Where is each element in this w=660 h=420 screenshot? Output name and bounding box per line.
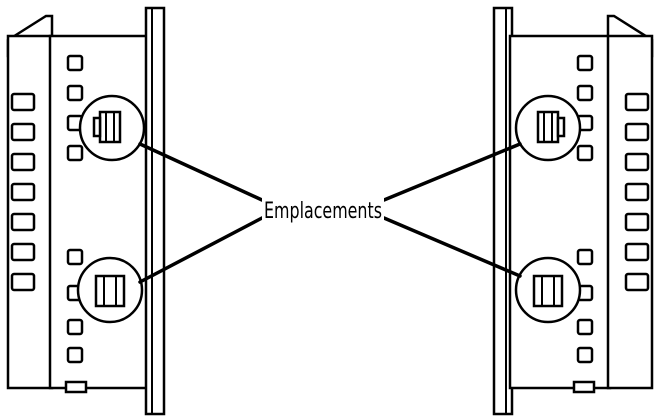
- leader-line-right-lower: [382, 216, 522, 278]
- left-device-front-panel: [144, 6, 166, 416]
- right-device-upper-slot-icon: [536, 110, 566, 144]
- right-device-vents: [624, 92, 650, 292]
- left-device-lower-slot-icon: [94, 274, 126, 308]
- left-device: [6, 6, 166, 416]
- right-device: [492, 6, 654, 416]
- leader-line-right-upper: [382, 142, 522, 202]
- right-device-outer-body: [606, 34, 654, 390]
- right-device-lower-slot-icon: [532, 274, 564, 308]
- right-device-connectors: [576, 54, 594, 364]
- leader-line-left-lower: [138, 216, 264, 284]
- left-device-foot: [64, 380, 88, 394]
- right-device-inner-body: [508, 34, 612, 390]
- left-device-upper-slot-icon: [92, 110, 122, 144]
- right-device-foot: [572, 380, 596, 394]
- left-device-vents: [10, 92, 36, 292]
- leader-line-left-upper: [138, 142, 264, 202]
- callout-label-background: [262, 194, 384, 224]
- leader-lines: [138, 142, 522, 284]
- callout-label: Emplacements: [264, 199, 382, 224]
- left-device-outer-body: [6, 34, 54, 390]
- left-device-inner-body: [48, 34, 150, 390]
